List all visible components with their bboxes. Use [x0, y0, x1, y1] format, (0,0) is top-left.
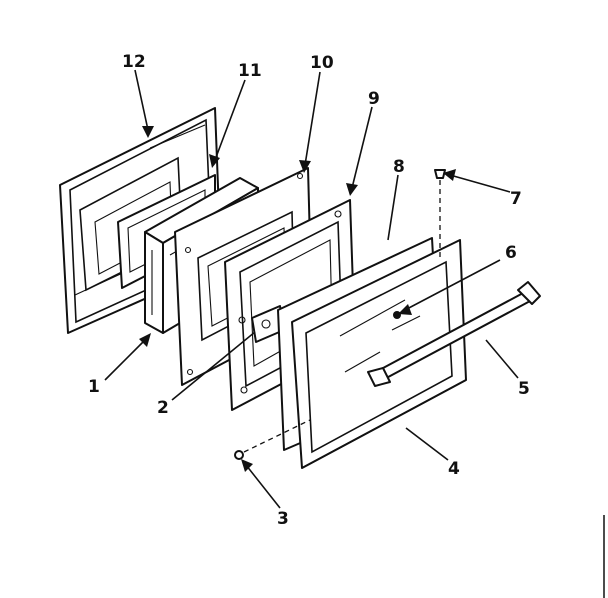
part-4-outer-door-panel: [291, 239, 467, 469]
callout-7: 7: [510, 189, 522, 209]
callout-10: 10: [310, 53, 334, 73]
callout-4: 4: [448, 459, 460, 479]
part-3-bottom-screw: [234, 419, 311, 460]
part-5-door-handle: [367, 281, 541, 387]
callout-8: 8: [393, 157, 405, 177]
callout-6: 6: [505, 243, 517, 263]
callout-5: 5: [518, 379, 530, 399]
callout-1: 1: [88, 377, 100, 397]
callout-labels: 12 11 10 9 8 7 6 5 4 3 2 1: [88, 52, 530, 529]
callout-12: 12: [122, 52, 146, 72]
callout-11: 11: [238, 61, 262, 81]
leader-lines: [104, 69, 519, 509]
callout-9: 9: [368, 89, 380, 109]
part-7-top-screw: [434, 169, 446, 258]
callout-2: 2: [157, 398, 169, 418]
callout-3: 3: [277, 509, 289, 529]
